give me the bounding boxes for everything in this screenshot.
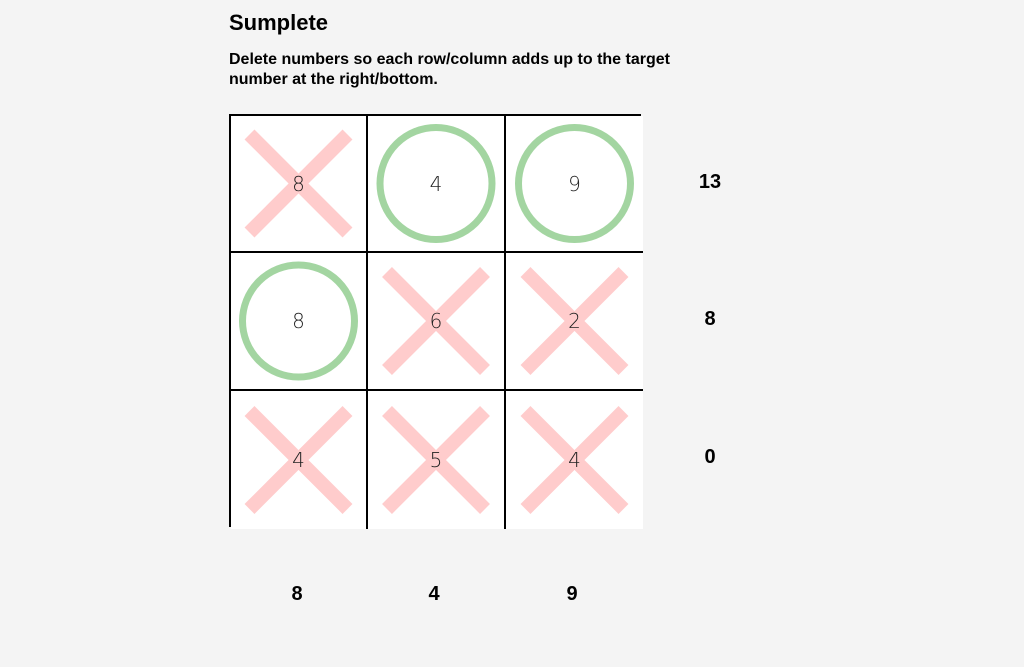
column-target: 8 [291,583,303,605]
cross-icon [382,406,490,514]
page-title: Sumplete [229,10,329,35]
cell-number: 8 [292,309,305,333]
cell-number: 4 [292,448,305,472]
cell-number: 4 [429,171,443,196]
cell-number: 9 [568,171,581,196]
grid-cell[interactable]: 2 [506,253,643,391]
game-board: 8 4 9 8 6 2 4 5 4 [229,114,643,529]
instructions-text: Delete numbers so each row/column adds u… [229,51,670,88]
row-target: 13 [698,171,722,193]
grid-cell[interactable]: 9 [506,116,643,253]
cross-icon [382,267,490,375]
cell-number: 4 [568,448,581,472]
cell-number: 6 [429,309,443,333]
grid-cell[interactable]: 8 [231,116,368,253]
circle-icon [515,124,634,243]
column-target: 9 [566,583,578,605]
cell-number: 5 [429,448,443,472]
column-target: 4 [428,583,440,605]
row-target: 8 [704,308,716,330]
cross-icon [244,406,353,514]
cell-number: 2 [568,309,581,333]
cross-icon [520,267,629,375]
circle-icon [239,261,358,381]
grid-cell[interactable]: 8 [231,253,368,391]
cross-icon [244,129,353,238]
cell-number: 8 [292,171,305,196]
cross-icon [520,406,629,514]
grid-cell[interactable]: 4 [368,116,506,253]
grid-cell[interactable]: 4 [231,391,368,529]
grid-cell[interactable]: 4 [506,391,643,529]
grid-cell[interactable]: 6 [368,253,506,391]
circle-icon [376,124,496,243]
grid-cell[interactable]: 5 [368,391,506,529]
row-target: 0 [704,446,716,468]
